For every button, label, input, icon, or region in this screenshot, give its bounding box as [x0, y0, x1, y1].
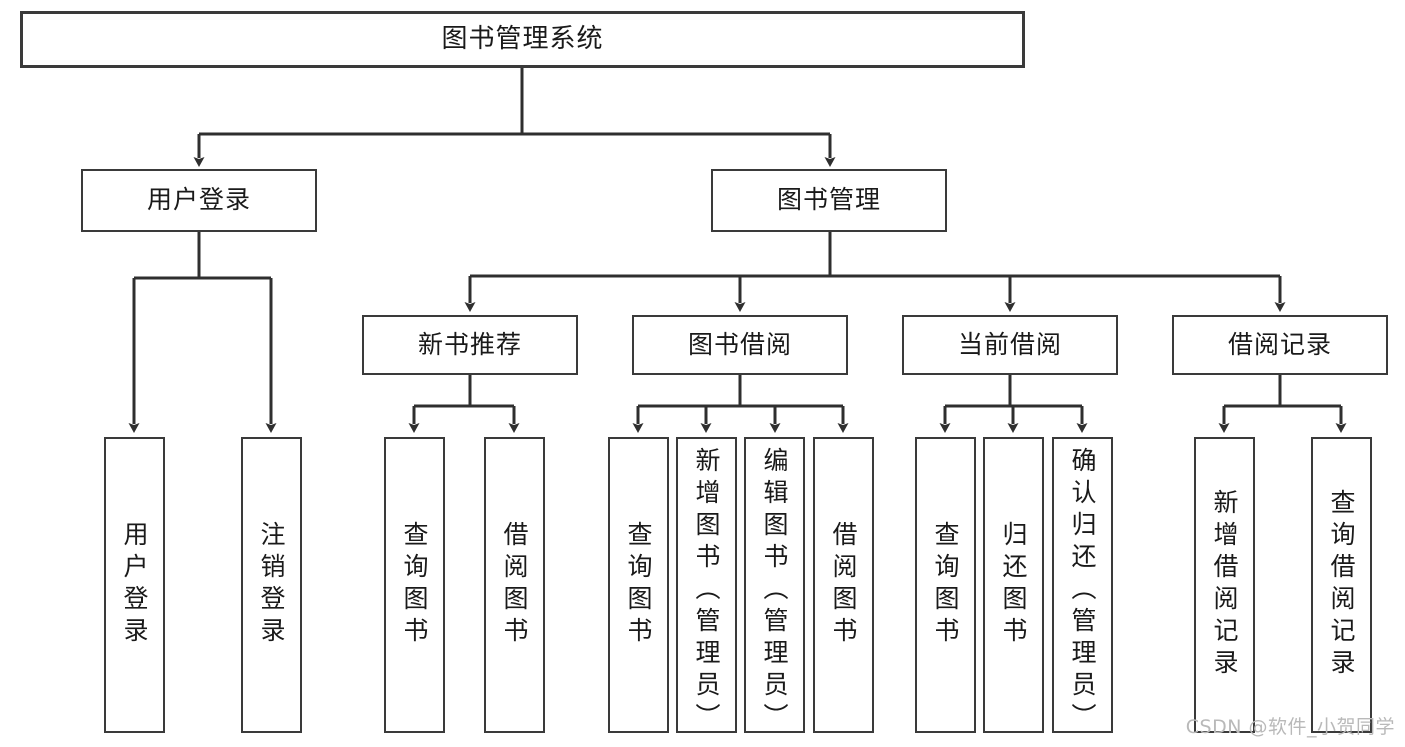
- node-leaf-query-book-recommend[interactable]: 查询图书: [384, 437, 445, 733]
- node-user-login[interactable]: 用户登录: [81, 169, 317, 232]
- node-label: 新增图书（管理员）: [692, 447, 721, 735]
- node-leaf-borrow-book-borrow[interactable]: 借阅图书: [813, 437, 874, 733]
- node-leaf-return-book[interactable]: 归还图书: [983, 437, 1044, 733]
- node-current-borrow[interactable]: 当前借阅: [902, 315, 1118, 375]
- node-leaf-confirm-return-admin[interactable]: 确认归还（管理员）: [1052, 437, 1113, 735]
- node-label: 用户登录: [120, 521, 149, 649]
- node-leaf-query-book-current[interactable]: 查询图书: [915, 437, 976, 733]
- node-label: 新增借阅记录: [1210, 489, 1239, 681]
- node-leaf-add-book-admin[interactable]: 新增图书（管理员）: [676, 437, 737, 735]
- node-label: 用户登录: [146, 185, 251, 215]
- node-root-book-management-system[interactable]: 图书管理系统: [20, 11, 1025, 68]
- node-label: 借阅图书: [829, 521, 858, 649]
- node-label: 借阅记录: [1227, 329, 1332, 359]
- node-leaf-borrow-book-recommend[interactable]: 借阅图书: [484, 437, 545, 733]
- node-new-book-recommend[interactable]: 新书推荐: [362, 315, 578, 375]
- node-label: 新书推荐: [417, 329, 522, 359]
- node-label: 借阅图书: [500, 521, 529, 649]
- node-label: 当前借阅: [957, 329, 1062, 359]
- node-label: 注销登录: [257, 521, 286, 649]
- node-label: 图书借阅: [687, 329, 792, 359]
- node-leaf-edit-book-admin[interactable]: 编辑图书（管理员）: [744, 437, 805, 735]
- node-label: 确认归还（管理员）: [1068, 447, 1097, 735]
- node-label: 查询图书: [931, 521, 960, 649]
- watermark: CSDN @软件_小贺同学: [1185, 716, 1395, 738]
- node-label: 查询图书: [624, 521, 653, 649]
- node-label: 图书管理系统: [441, 23, 604, 54]
- node-leaf-query-book-borrow[interactable]: 查询图书: [608, 437, 669, 733]
- node-book-borrow[interactable]: 图书借阅: [632, 315, 848, 375]
- node-label: 查询借阅记录: [1327, 489, 1356, 681]
- node-leaf-add-borrow-record[interactable]: 新增借阅记录: [1194, 437, 1255, 733]
- node-book-manage[interactable]: 图书管理: [711, 169, 947, 232]
- node-leaf-query-borrow-record[interactable]: 查询借阅记录: [1311, 437, 1372, 733]
- node-label: 查询图书: [400, 521, 429, 649]
- node-leaf-logout-login[interactable]: 注销登录: [241, 437, 302, 733]
- node-label: 编辑图书（管理员）: [760, 447, 789, 735]
- node-borrow-record[interactable]: 借阅记录: [1172, 315, 1388, 375]
- node-label: 归还图书: [999, 521, 1028, 649]
- node-leaf-user-login[interactable]: 用户登录: [104, 437, 165, 733]
- node-label: 图书管理: [776, 185, 881, 215]
